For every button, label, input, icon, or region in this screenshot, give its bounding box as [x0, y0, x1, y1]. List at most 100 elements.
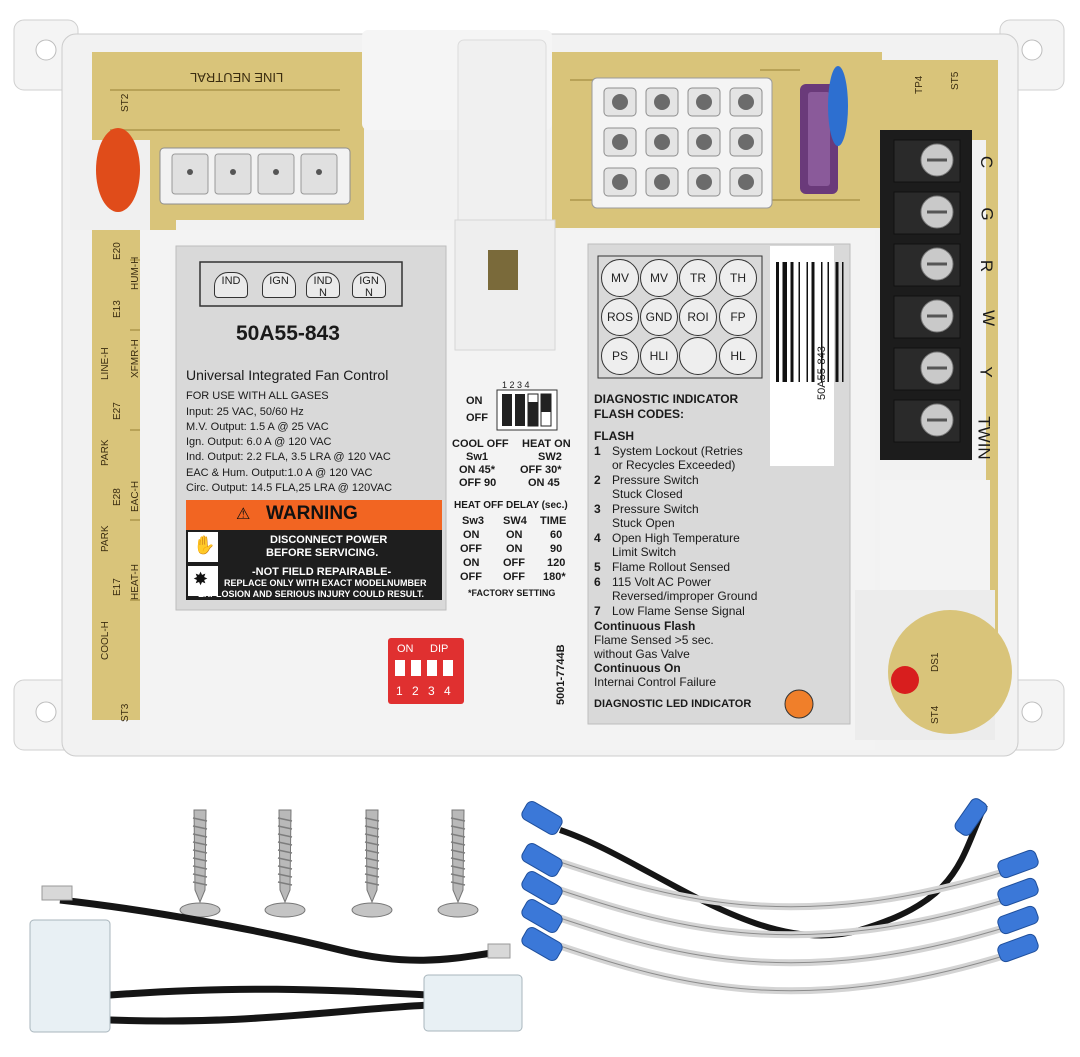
- screw-thread: [277, 841, 293, 846]
- code-6-line1: 115 Volt AC Power: [612, 575, 712, 589]
- led-area: [784, 610, 1012, 734]
- pcb-label-ds1: DS1: [930, 652, 941, 672]
- code-7-line1: Low Flame Sense Signal: [612, 604, 745, 618]
- screw-thread: [364, 849, 380, 854]
- warning-line-3: -NOT FIELD REPAIRABLE-: [252, 566, 392, 578]
- screw-thread: [364, 817, 380, 822]
- terminal-label-r: R: [977, 259, 997, 273]
- sw1-off: OFF 90: [459, 477, 497, 489]
- diag-circle-hli: HLI: [640, 337, 678, 375]
- twelve-pin-contact: [696, 134, 712, 150]
- screw-shaft: [451, 809, 465, 904]
- screw-shaft: [365, 809, 379, 904]
- warning-line-2: BEFORE SERVICING.: [266, 547, 379, 559]
- delay-row-2-sw3: OFF: [460, 543, 482, 555]
- delay-row-1-sw4: ON: [506, 529, 523, 541]
- white-wire: [558, 942, 1012, 995]
- flash-heading: FLASH: [594, 429, 634, 443]
- continuous-flash-line-1: Flame Sensed >5 sec.: [594, 633, 714, 647]
- screw-thread: [450, 881, 466, 886]
- delay-row-1-time: 60: [550, 529, 563, 541]
- diag-circle-tr: TR: [679, 259, 717, 297]
- warning-line-4: REPLACE ONLY WITH EXACT MODELNUMBER: [224, 578, 427, 588]
- diag-heading-2: FLASH CODES:: [594, 407, 684, 421]
- barcode-text: 50A55-843: [816, 346, 828, 400]
- screw-thread: [277, 865, 293, 870]
- screw-thread: [192, 865, 208, 870]
- pcb-label-xfmr-h: XFMR-H: [130, 339, 141, 378]
- screw-thread: [192, 825, 208, 830]
- explosion-icon: ✸: [193, 569, 209, 589]
- blue-spade-connector: [954, 798, 988, 836]
- code-2-line1: Pressure Switch: [612, 473, 699, 487]
- white-wire-edge: [559, 917, 1011, 964]
- sw1-label: Sw1: [466, 451, 489, 463]
- twelve-pin-contact: [738, 174, 754, 190]
- code-2-line2: Stuck Closed: [612, 487, 683, 501]
- screw-thread: [450, 857, 466, 862]
- screws: [179, 809, 479, 918]
- screw-thread: [192, 817, 208, 822]
- continuous-flash-line-2: without Gas Valve: [594, 647, 690, 661]
- red-dip-on: ON: [397, 643, 414, 655]
- code-5-line1: Flame Rollout Sensed: [612, 560, 731, 574]
- white-wire: [558, 886, 1012, 939]
- white-wire-edge: [559, 861, 1011, 908]
- pcb-label-line-h: LINE-H: [100, 347, 111, 380]
- pcb-label-tp4: TP4: [914, 75, 925, 94]
- pcb-label-st3: ST3: [120, 703, 131, 722]
- diag-heading-1: DIAGNOSTIC INDICATOR: [594, 392, 739, 406]
- blue-spade-connector: [997, 849, 1039, 879]
- delay-row-2-time: 90: [550, 543, 563, 555]
- cool-off-label: COOL OFF: [452, 438, 509, 450]
- pcb-label-e13: E13: [112, 300, 123, 318]
- screw-thread: [277, 857, 293, 862]
- barcode-bar: [798, 262, 800, 382]
- twelve-pin-contact: [612, 134, 628, 150]
- screw-thread: [277, 833, 293, 838]
- terminal-label-c: C: [977, 155, 997, 169]
- screw-thread: [277, 825, 293, 830]
- code-1-line1: System Lockout (Retries: [612, 444, 743, 458]
- pcb-label-eac-h: EAC-H: [130, 480, 141, 512]
- blue-spade-connector: [521, 871, 563, 905]
- spec-line-4: Ign. Output: 6.0 A @ 120 VAC: [186, 436, 332, 448]
- code-3-num: 3: [594, 502, 601, 516]
- terminal-label-g: G: [977, 207, 997, 221]
- pcb-label-e27: E27: [112, 402, 123, 420]
- screw-thread: [364, 865, 380, 870]
- connector-pill-ind: IND: [214, 272, 248, 298]
- delay-row-1-sw3: ON: [463, 529, 480, 541]
- blue-spade-connector: [521, 801, 563, 835]
- white-wire: [558, 914, 1012, 967]
- screw-thread: [277, 881, 293, 886]
- terminal-label-w: W: [979, 309, 999, 327]
- dip-numbers: 1 2 3 4: [502, 380, 530, 390]
- code-6-num: 6: [594, 575, 601, 589]
- code-4-line1: Open High Temperature: [612, 531, 740, 545]
- code-7-num: 7: [594, 604, 601, 618]
- warning-title: WARNING: [266, 503, 358, 524]
- diag-circle-fp: FP: [719, 298, 757, 336]
- twelve-pin-contact: [654, 94, 670, 110]
- diagnostic-led-label: DIAGNOSTIC LED INDICATOR: [594, 698, 752, 710]
- code-3-line2: Stuck Open: [612, 516, 675, 530]
- blue-spade-connector: [997, 877, 1039, 907]
- screw-thread: [192, 841, 208, 846]
- continuous-on-line: Internai Control Failure: [594, 675, 717, 689]
- terminal-label-twin: TWIN: [974, 416, 994, 460]
- pcb-label-hum-h: HUM-H: [130, 256, 141, 290]
- red-capacitor: [96, 128, 140, 212]
- delay-row-3-time: 120: [547, 557, 566, 569]
- fuse: [800, 66, 848, 194]
- screw-thread: [364, 873, 380, 878]
- diag-circle-ros: ROS: [601, 298, 639, 336]
- barcode-bar: [782, 262, 787, 382]
- diag-circle-mv-1: MV: [601, 259, 639, 297]
- sw2-label: SW2: [538, 451, 562, 463]
- screw-thread: [450, 873, 466, 878]
- warning-line-1: DISCONNECT POWER: [270, 534, 388, 546]
- screw-thread: [192, 833, 208, 838]
